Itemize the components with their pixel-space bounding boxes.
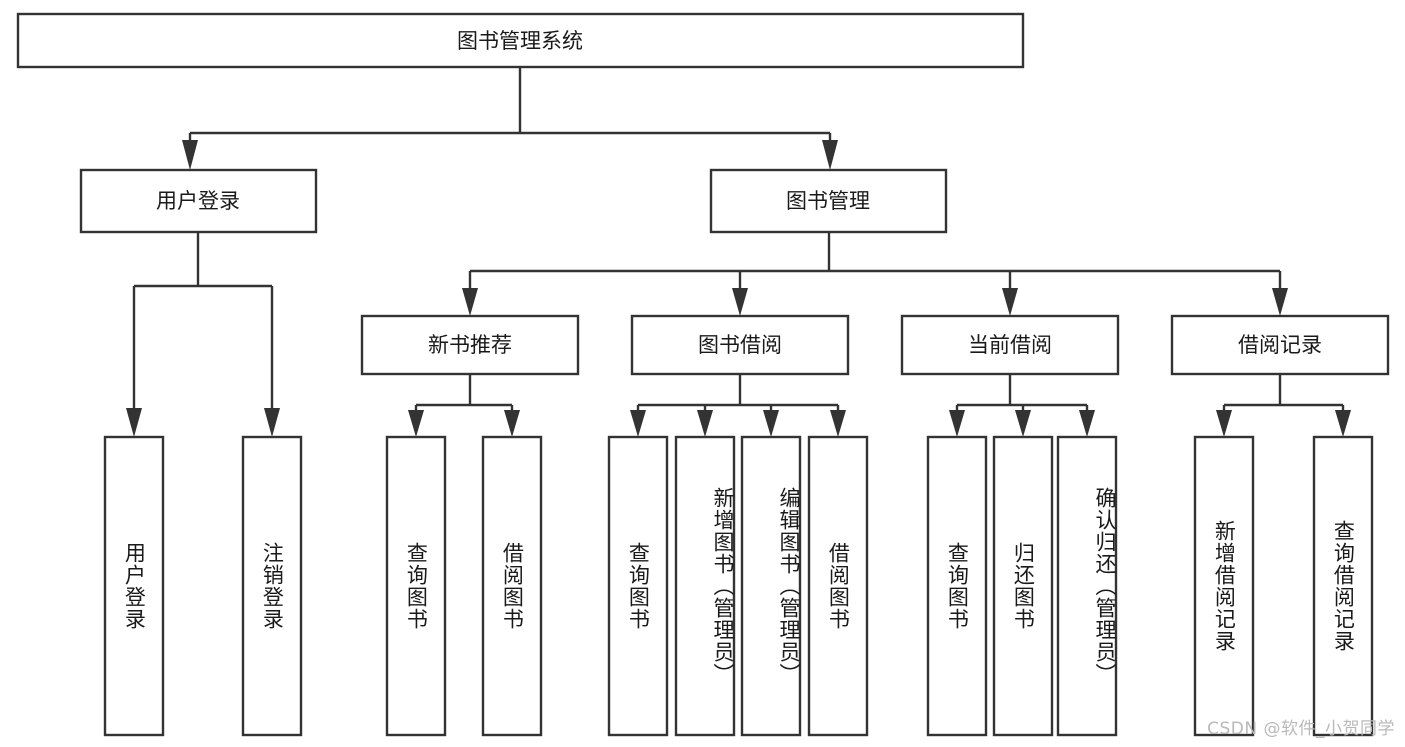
node-box-leaf-query-book-3[interactable] bbox=[926, 435, 988, 737]
arrow-new-book-recommend bbox=[462, 288, 478, 316]
node-box-borrow-record[interactable] bbox=[1170, 314, 1390, 376]
node-box-leaf-add-book[interactable] bbox=[674, 435, 736, 737]
node-box-leaf-query-record[interactable] bbox=[1312, 435, 1374, 737]
node-box-leaf-user-login[interactable] bbox=[103, 435, 165, 737]
arrow-borrow-record bbox=[1272, 288, 1288, 316]
node-box-root[interactable] bbox=[16, 12, 1025, 69]
arrow-book-borrow bbox=[732, 288, 748, 316]
node-box-leaf-edit-book[interactable] bbox=[740, 435, 802, 737]
arrow-leaf-confirm-return bbox=[1079, 410, 1095, 437]
node-box-book-borrow[interactable] bbox=[630, 314, 850, 376]
arrow-leaf-borrow-book-2 bbox=[830, 410, 846, 437]
arrow-leaf-query-book-3 bbox=[949, 410, 965, 437]
csdn-watermark: CSDN @软件_小贺同学 bbox=[1207, 719, 1395, 739]
arrow-leaf-user-logout bbox=[264, 408, 280, 437]
node-box-current-borrow[interactable] bbox=[900, 314, 1120, 376]
node-box-leaf-confirm-return[interactable] bbox=[1056, 435, 1118, 737]
node-label-current-borrow: 当前借阅 bbox=[968, 333, 1052, 357]
arrow-leaf-edit-book bbox=[763, 410, 779, 437]
node-box-leaf-query-book-2[interactable] bbox=[607, 435, 669, 737]
node-box-user-login[interactable] bbox=[79, 168, 318, 234]
node-box-new-book-recommend[interactable] bbox=[360, 314, 580, 376]
node-box-leaf-return-book[interactable] bbox=[992, 435, 1054, 737]
node-box-leaf-query-book-1[interactable] bbox=[385, 435, 447, 737]
arrow-leaf-return-book bbox=[1015, 410, 1031, 437]
arrow-leaf-query-book-2 bbox=[630, 410, 646, 437]
arrow-leaf-add-book bbox=[697, 410, 713, 437]
node-box-book-manage[interactable] bbox=[709, 168, 948, 234]
node-box-leaf-user-logout[interactable] bbox=[241, 435, 303, 737]
arrow-leaf-user-login bbox=[126, 408, 142, 437]
node-label-book-borrow: 图书借阅 bbox=[698, 333, 782, 357]
arrow-user-login bbox=[182, 140, 198, 170]
node-label-new-book-recommend: 新书推荐 bbox=[428, 333, 512, 357]
node-box-leaf-borrow-book-2[interactable] bbox=[807, 435, 869, 737]
node-box-leaf-add-record[interactable] bbox=[1193, 435, 1255, 737]
node-box-leaf-borrow-book-1[interactable] bbox=[481, 435, 543, 737]
edge-layer bbox=[126, 67, 1351, 437]
node-layer: 图书管理系统 用户登录 图书管理 新书推荐 图书借阅 当前借阅 借阅记录 bbox=[16, 12, 1390, 737]
node-label-root: 图书管理系统 bbox=[457, 29, 583, 53]
arrow-leaf-query-book-1 bbox=[408, 410, 424, 437]
node-label-borrow-record: 借阅记录 bbox=[1238, 333, 1322, 357]
arrow-leaf-query-record bbox=[1335, 410, 1351, 437]
node-label-book-manage: 图书管理 bbox=[786, 189, 870, 213]
arrow-current-borrow bbox=[1002, 288, 1018, 316]
arrow-book-manage bbox=[822, 140, 838, 170]
arrow-leaf-add-record bbox=[1216, 410, 1232, 437]
node-label-user-login: 用户登录 bbox=[156, 189, 240, 213]
arrow-leaf-borrow-book-1 bbox=[504, 410, 520, 437]
